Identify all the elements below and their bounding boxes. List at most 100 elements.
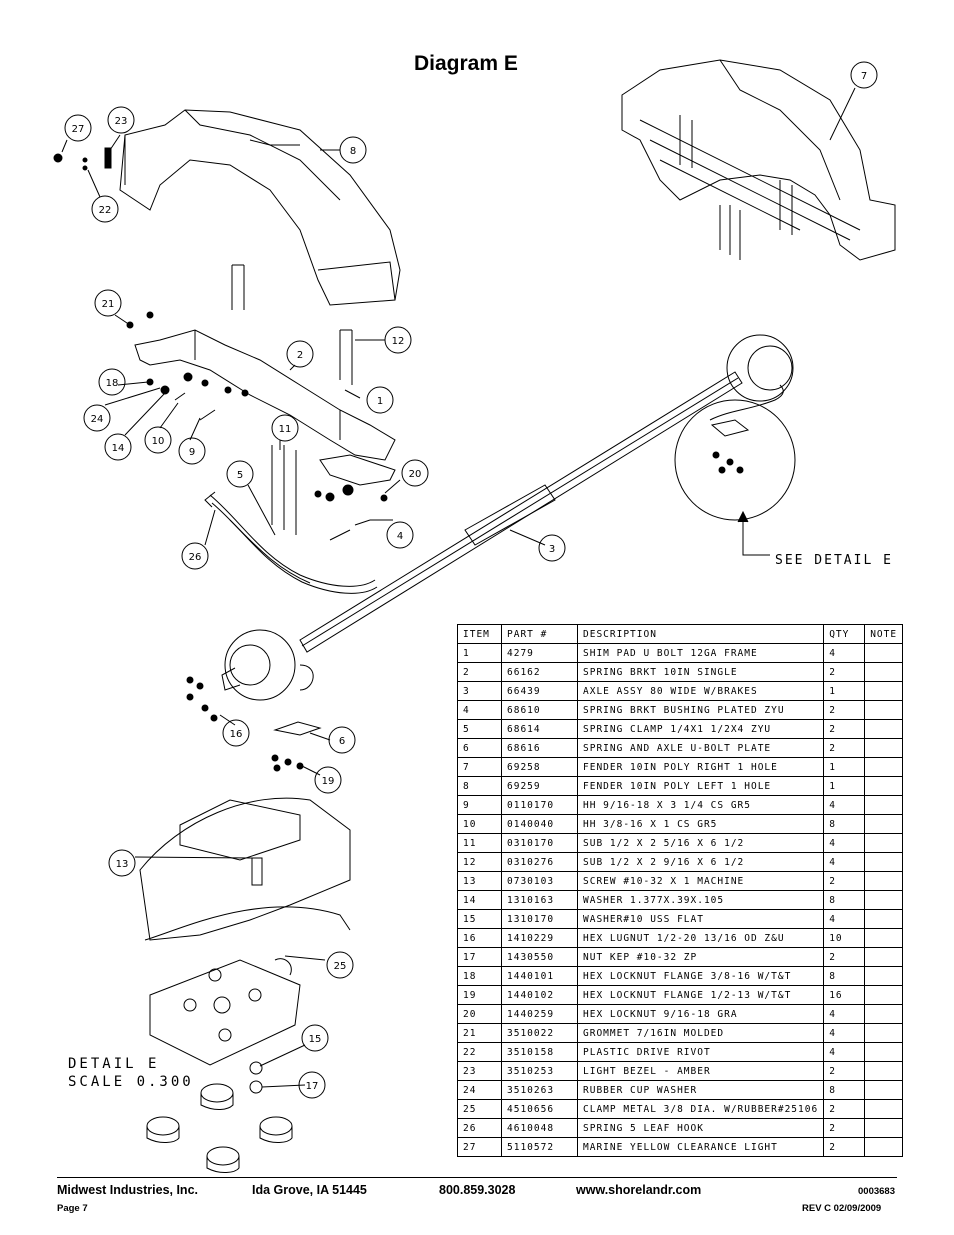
cell-item: 19 <box>457 985 502 1005</box>
cell-description: GROMMET 7/16IN MOLDED <box>576 1023 825 1043</box>
callout-25: 25 <box>326 951 354 979</box>
cell-description: LIGHT BEZEL - AMBER <box>576 1061 825 1081</box>
cell-note <box>864 890 904 910</box>
svg-text:2: 2 <box>297 350 303 361</box>
callout-5: 5 <box>226 460 254 488</box>
cell-item: 11 <box>457 833 502 853</box>
footer-company: Midwest Industries, Inc. <box>57 1183 198 1197</box>
svg-text:18: 18 <box>106 378 119 389</box>
callout-14: 14 <box>104 433 132 461</box>
cell-note <box>864 966 904 986</box>
cell-part: 1430550 <box>501 947 578 967</box>
cell-note <box>864 1118 904 1138</box>
cell-item: 26 <box>457 1118 502 1138</box>
cell-description: HH 9/16-18 X 3 1/4 CS GR5 <box>576 795 825 815</box>
callout-1: 1 <box>366 386 394 414</box>
cell-part: 3510022 <box>501 1023 578 1043</box>
cell-description: SPRING BRKT BUSHING PLATED ZYU <box>576 700 825 720</box>
cell-part: 66162 <box>501 662 578 682</box>
cell-description: SUB 1/2 X 2 9/16 X 6 1/2 <box>576 852 825 872</box>
cell-item: 1 <box>457 643 502 663</box>
header-description: DESCRIPTION <box>576 624 825 644</box>
cell-part: 5110572 <box>501 1137 578 1157</box>
callout-15: 15 <box>301 1024 329 1052</box>
svg-text:21: 21 <box>102 299 115 310</box>
cell-item: 6 <box>457 738 502 758</box>
cell-item: 3 <box>457 681 502 701</box>
footer-revision: REV C 02/09/2009 <box>802 1203 882 1214</box>
svg-text:7: 7 <box>861 71 867 82</box>
cell-qty: 8 <box>823 966 866 986</box>
cell-note <box>864 871 904 891</box>
callout-11: 11 <box>271 414 299 442</box>
callout-17: 17 <box>298 1071 326 1099</box>
cell-part: 68614 <box>501 719 578 739</box>
cell-note <box>864 1061 904 1081</box>
cell-qty: 8 <box>823 814 866 834</box>
cell-note <box>864 909 904 929</box>
callout-27: 27 <box>64 114 92 142</box>
footer-divider <box>57 1177 897 1178</box>
svg-text:15: 15 <box>309 1034 322 1045</box>
cell-note <box>864 738 904 758</box>
cell-part: 1310163 <box>501 890 578 910</box>
hardware-parts <box>53 147 744 772</box>
bolts <box>174 392 371 736</box>
callout-2: 2 <box>286 340 314 368</box>
callout-13: 13 <box>108 849 136 877</box>
cell-note <box>864 757 904 777</box>
cell-qty: 8 <box>823 1080 866 1100</box>
diagram-title: Diagram E <box>414 52 518 75</box>
cell-description: HEX LOCKNUT 9/16-18 GRA <box>576 1004 825 1024</box>
parts-table-header: ITEM PART # DESCRIPTION QTY NOTE <box>457 624 904 644</box>
cell-note <box>864 795 904 815</box>
detail-label: DETAIL E <box>68 1056 160 1072</box>
callout-9: 9 <box>178 437 206 465</box>
cell-description: FENDER 10IN POLY LEFT 1 HOLE <box>576 776 825 796</box>
cell-part: 3510158 <box>501 1042 578 1062</box>
cell-item: 13 <box>457 871 502 891</box>
footer-website: www.shorelandr.com <box>576 1183 702 1197</box>
cell-part: 4510656 <box>501 1099 578 1119</box>
cell-item: 24 <box>457 1080 502 1100</box>
svg-text:8: 8 <box>350 146 356 157</box>
callout-8: 8 <box>339 136 367 164</box>
cell-description: PLASTIC DRIVE RIVOT <box>576 1042 825 1062</box>
cell-part: 66439 <box>501 681 578 701</box>
cell-qty: 2 <box>823 947 866 967</box>
svg-text:26: 26 <box>189 552 202 563</box>
spring-bracket-frame <box>134 264 396 535</box>
svg-text:13: 13 <box>116 859 129 870</box>
cell-note <box>864 681 904 701</box>
cell-item: 20 <box>457 1004 502 1024</box>
svg-text:20: 20 <box>409 469 422 480</box>
cell-item: 9 <box>457 795 502 815</box>
svg-text:11: 11 <box>279 424 292 435</box>
cell-qty: 2 <box>823 1118 866 1138</box>
cell-qty: 4 <box>823 1023 866 1043</box>
cell-note <box>864 1042 904 1062</box>
cell-qty: 2 <box>823 719 866 739</box>
cell-part: 4610048 <box>501 1118 578 1138</box>
cell-part: 1440102 <box>501 985 578 1005</box>
cell-part: 68610 <box>501 700 578 720</box>
svg-text:16: 16 <box>230 729 243 740</box>
cell-part: 3510263 <box>501 1080 578 1100</box>
svg-text:27: 27 <box>72 124 85 135</box>
cell-qty: 2 <box>823 871 866 891</box>
cell-part: 0310170 <box>501 833 578 853</box>
cell-note <box>864 643 904 663</box>
cell-item: 21 <box>457 1023 502 1043</box>
